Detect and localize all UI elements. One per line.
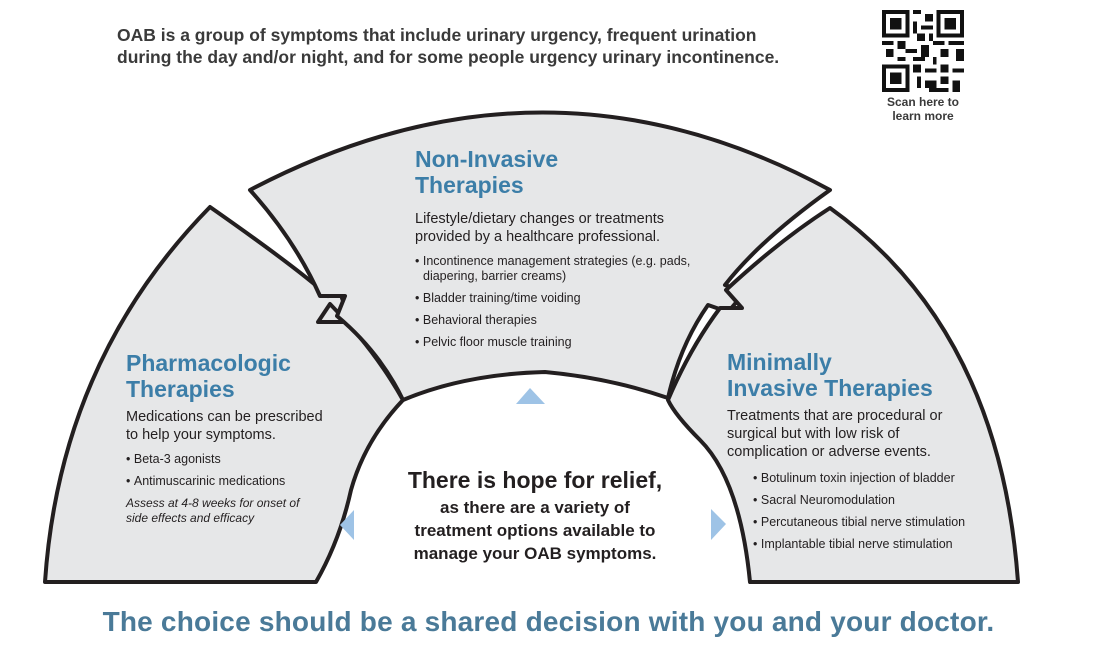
pharmacologic-list: Beta-3 agonists Antimuscarinic medicatio… <box>126 452 356 489</box>
list-item: Pelvic floor muscle training <box>415 335 715 350</box>
minimally-invasive-desc-line-1: Treatments that are procedural or <box>727 408 943 424</box>
list-item: Incontinence management strategies (e.g.… <box>415 254 715 269</box>
list-item: Antimuscarinic medications <box>126 474 356 489</box>
intro-text: OAB is a group of symptoms that include … <box>117 24 877 68</box>
intro-line-2: during the day and/or night, and for som… <box>117 47 780 67</box>
hope-title: There is hope for relief, <box>407 467 663 493</box>
non-invasive-content: Non-Invasive Therapies Lifestyle/dietary… <box>415 146 715 357</box>
non-invasive-list: Incontinence management strategies (e.g.… <box>415 254 715 350</box>
intro-line-1: OAB is a group of symptoms that include … <box>117 25 757 45</box>
list-item-continued: diapering, barrier creams) <box>423 269 567 283</box>
hope-line-1: as there are a variety of <box>440 498 630 517</box>
pharmacologic-note-line-1: Assess at 4-8 weeks for onset of <box>126 496 300 510</box>
minimally-invasive-title-line-2: Invasive Therapies <box>727 375 933 401</box>
minimally-invasive-title: Minimally Invasive Therapies <box>727 349 987 401</box>
list-item: Sacral Neuromodulation <box>753 493 987 508</box>
hope-line-3: manage your OAB symptoms. <box>413 544 657 563</box>
list-item: Behavioral therapies <box>415 313 715 328</box>
qr-code-icon[interactable] <box>882 10 964 92</box>
list-item: Implantable tibial nerve stimulation <box>753 537 987 552</box>
pharmacologic-desc-line-1: Medications can be prescribed <box>126 409 323 425</box>
pharmacologic-note-line-2: side effects and efficacy <box>126 511 255 525</box>
list-item: Beta-3 agonists <box>126 452 356 467</box>
qr-label: Scan here to learn more <box>868 95 978 123</box>
pharmacologic-title: Pharmacologic Therapies <box>126 350 356 402</box>
hope-message: There is hope for relief, as there are a… <box>370 466 700 565</box>
hope-body: as there are a variety of treatment opti… <box>370 496 700 565</box>
arrow-right-icon <box>711 509 726 540</box>
pharmacologic-content: Pharmacologic Therapies Medications can … <box>126 350 356 526</box>
minimally-invasive-description: Treatments that are procedural or surgic… <box>727 407 987 461</box>
non-invasive-desc-line-2: provided by a healthcare professional. <box>415 229 661 245</box>
non-invasive-title-line-1: Non-Invasive <box>415 146 559 172</box>
qr-label-line-2: learn more <box>892 109 954 123</box>
minimally-invasive-title-line-1: Minimally <box>727 349 832 375</box>
pharmacologic-title-line-2: Therapies <box>126 376 235 402</box>
non-invasive-title-line-2: Therapies <box>415 172 524 198</box>
minimally-invasive-desc-line-2: surgical but with low risk of <box>727 426 900 442</box>
non-invasive-desc-line-1: Lifestyle/dietary changes or treatments <box>415 211 665 227</box>
pharmacologic-note: Assess at 4-8 weeks for onset of side ef… <box>126 496 356 526</box>
non-invasive-description: Lifestyle/dietary changes or treatments … <box>415 210 715 246</box>
minimally-invasive-list: Botulinum toxin injection of bladder Sac… <box>753 471 987 552</box>
minimally-invasive-content: Minimally Invasive Therapies Treatments … <box>727 349 987 559</box>
footer-message: The choice should be a shared decision w… <box>102 606 995 637</box>
arrow-left-icon <box>340 510 354 540</box>
minimally-invasive-desc-line-3: complication or adverse events. <box>727 444 931 460</box>
non-invasive-title: Non-Invasive Therapies <box>415 146 715 198</box>
list-item: Botulinum toxin injection of bladder <box>753 471 987 486</box>
list-item: Bladder training/time voiding <box>415 291 715 306</box>
pharmacologic-description: Medications can be prescribed to help yo… <box>126 408 356 444</box>
pharmacologic-title-line-1: Pharmacologic <box>126 350 291 376</box>
hope-line-2: treatment options available to <box>414 521 656 540</box>
qr-label-line-1: Scan here to <box>886 95 960 109</box>
pharmacologic-desc-line-2: to help your symptoms. <box>126 427 276 443</box>
minimally-invasive-panel <box>666 206 1020 584</box>
arrow-up-icon <box>516 388 545 404</box>
list-item: Percutaneous tibial nerve stimulation <box>753 515 987 530</box>
